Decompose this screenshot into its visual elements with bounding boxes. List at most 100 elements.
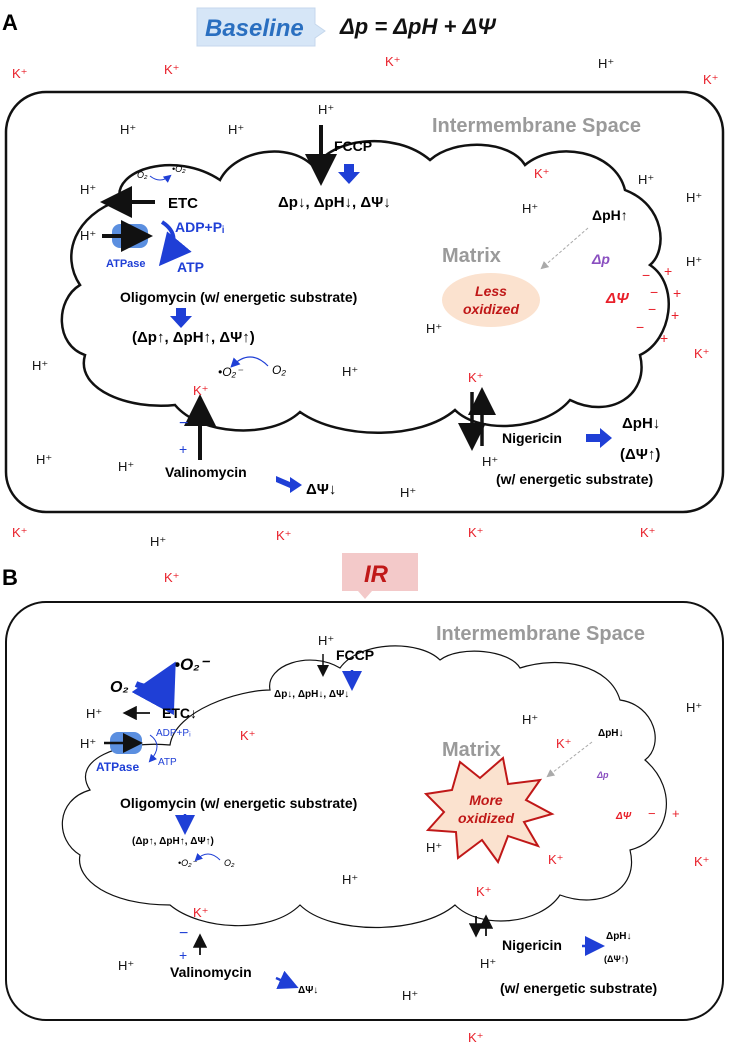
oligomycin-label-a: Oligomycin (w/ energetic substrate) bbox=[120, 289, 357, 305]
valinomycin-label-b: Valinomycin bbox=[170, 964, 252, 980]
k-ion: K⁺ bbox=[12, 66, 28, 81]
k-ion: K⁺ bbox=[640, 525, 656, 540]
h-ion: H⁺ bbox=[318, 633, 334, 648]
h-ion: H⁺ bbox=[686, 700, 702, 715]
h-ion: H⁺ bbox=[36, 452, 52, 467]
equation: Δp = ΔpH + ΔΨ bbox=[339, 14, 497, 39]
h-ion: H⁺ bbox=[118, 958, 134, 973]
more-oxidized-line2: oxidized bbox=[458, 810, 514, 826]
plus-a4: + bbox=[660, 330, 668, 346]
atp-label-a: ATP bbox=[177, 259, 204, 275]
etc-label-a: ETC bbox=[168, 195, 198, 212]
minus-b: − bbox=[648, 806, 656, 821]
baseline-banner-box bbox=[196, 7, 326, 47]
k-ion: K⁺ bbox=[694, 854, 710, 869]
nigericin-note-b: (w/ energetic substrate) bbox=[500, 980, 657, 996]
o2-curve-b2 bbox=[194, 852, 221, 862]
h-ion: H⁺ bbox=[32, 358, 48, 373]
ir-banner-box bbox=[342, 553, 418, 599]
atpase-label-b: ATPase bbox=[96, 760, 139, 774]
o2-b2: O₂ bbox=[224, 858, 235, 868]
k-nigericin-a: K⁺ bbox=[468, 370, 484, 385]
h-ion: H⁺ bbox=[120, 122, 136, 137]
ir-banner: IR bbox=[364, 561, 389, 588]
plus-a1: + bbox=[664, 263, 672, 279]
plus-valino-b: + bbox=[179, 947, 187, 963]
baseline-banner: Baseline bbox=[205, 15, 304, 42]
panel-a: A Baseline Δp = ΔpH + ΔΨ Intermembrane S… bbox=[2, 7, 725, 549]
minus-a3: − bbox=[648, 301, 656, 317]
dp-dashed-arrow-b bbox=[546, 741, 593, 778]
k-ion: K⁺ bbox=[276, 528, 292, 543]
intermembrane-label-a: Intermembrane Space bbox=[432, 115, 641, 137]
h-ion: H⁺ bbox=[598, 56, 614, 71]
k-valino-a: K⁺ bbox=[193, 383, 209, 398]
nigericin-note-a: (w/ energetic substrate) bbox=[496, 471, 653, 487]
fccp-blue-arrow-a bbox=[338, 164, 360, 184]
fccp-effect-a: Δp↓, ΔpH↓, ΔΨ↓ bbox=[278, 194, 391, 211]
o2-big-curve-b bbox=[131, 661, 176, 716]
h-ion: H⁺ bbox=[80, 228, 96, 243]
h-ion: H⁺ bbox=[686, 254, 702, 269]
inner-membrane-b bbox=[61, 645, 667, 929]
panel-b-letter: B bbox=[2, 565, 18, 590]
nigericin-effect1-b: ΔpH↓ bbox=[606, 931, 632, 942]
k-ion: K⁺ bbox=[534, 166, 550, 181]
o2-small-a: O₂ bbox=[137, 170, 148, 180]
h-ion: H⁺ bbox=[228, 122, 244, 137]
fccp-label-a: FCCP bbox=[334, 138, 372, 154]
minus-a1: − bbox=[642, 267, 650, 283]
matrix-label-b: Matrix bbox=[442, 739, 501, 761]
dpsi-label-a: ΔΨ bbox=[605, 290, 629, 307]
dpsi-label-b: ΔΨ bbox=[615, 811, 632, 822]
k-ion: K⁺ bbox=[240, 728, 256, 743]
k-ion: K⁺ bbox=[556, 736, 572, 751]
k-ion: K⁺ bbox=[385, 54, 401, 69]
dph-label-b: ΔpH↓ bbox=[598, 728, 624, 739]
plus-b: + bbox=[672, 806, 680, 821]
intermembrane-label-b: Intermembrane Space bbox=[436, 623, 645, 645]
o2-curve-a bbox=[149, 174, 172, 183]
nigericin-label-b: Nigericin bbox=[502, 937, 562, 953]
k-ion: K⁺ bbox=[164, 62, 180, 77]
h-ion: H⁺ bbox=[118, 459, 134, 474]
dp-dashed-arrow-a bbox=[540, 227, 589, 270]
minus-valino-b: − bbox=[179, 925, 188, 942]
plus-valino-a: + bbox=[179, 441, 187, 457]
o2-a2: O₂ bbox=[272, 363, 286, 377]
h-ion: H⁺ bbox=[86, 706, 102, 721]
nigericin-blue-arrow-a bbox=[586, 428, 612, 448]
dp-label-b: Δp bbox=[596, 770, 609, 780]
o2-curve-a2 bbox=[230, 356, 269, 368]
dp-label-a: Δp bbox=[591, 251, 610, 267]
atpase-label-a: ATPase bbox=[106, 258, 146, 270]
h-ion: H⁺ bbox=[80, 736, 96, 751]
h-ion: H⁺ bbox=[402, 988, 418, 1003]
atp-synthesis-arrow-a bbox=[158, 220, 192, 267]
etc-label-b: ETC↓ bbox=[162, 705, 197, 721]
minus-a2: − bbox=[650, 284, 658, 300]
valinomycin-effect-a: ΔΨ↓ bbox=[306, 481, 336, 498]
h-ion: H⁺ bbox=[150, 534, 166, 549]
superoxide-a2: •O₂⁻ bbox=[218, 365, 244, 379]
h-ion: H⁺ bbox=[80, 182, 96, 197]
adp-label-a: ADP+Pᵢ bbox=[175, 219, 224, 235]
k-ion: K⁺ bbox=[164, 570, 180, 585]
h-ion: H⁺ bbox=[342, 872, 358, 887]
h-ion: H⁺ bbox=[318, 102, 334, 117]
superoxide-small-a: •O₂⁻ bbox=[172, 164, 192, 174]
k-ion: K⁺ bbox=[468, 1030, 484, 1045]
oligomycin-effect-b: (Δp↑, ΔpH↑, ΔΨ↑) bbox=[132, 836, 214, 847]
less-oxidized-line2: oxidized bbox=[463, 301, 519, 317]
nigericin-label-a: Nigericin bbox=[502, 430, 562, 446]
k-ion: K⁺ bbox=[703, 72, 719, 87]
inner-membrane-a bbox=[60, 139, 670, 434]
plus-a2: + bbox=[673, 285, 681, 301]
h-ion: H⁺ bbox=[426, 321, 442, 336]
valinomycin-effect-b: ΔΨ↓ bbox=[298, 985, 318, 996]
adp-label-b: ADP+Pᵢ bbox=[156, 728, 191, 739]
valinomycin-blue-arrow-a bbox=[276, 476, 302, 493]
o2-big-b: O₂ bbox=[110, 679, 129, 696]
k-valino-b: K⁺ bbox=[193, 905, 209, 920]
